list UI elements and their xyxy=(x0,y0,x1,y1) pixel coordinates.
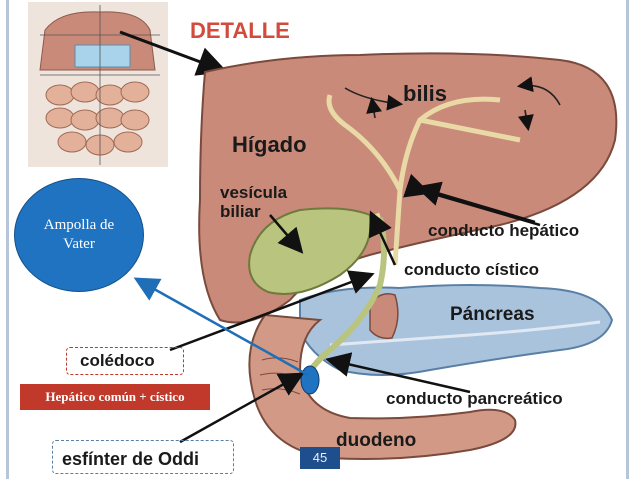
label-vesicula-2: biliar xyxy=(220,202,261,221)
page-number-bg xyxy=(300,447,340,469)
label-duodeno: duodeno xyxy=(336,430,416,451)
common-bile-duct xyxy=(305,217,387,377)
label-conducto-pancreatico: conducto pancreático xyxy=(386,389,563,408)
label-vesicula-1: vesícula xyxy=(220,183,288,202)
label-pancreas: Páncreas xyxy=(450,304,535,325)
slide-border-right xyxy=(626,0,629,479)
ampulla-marker xyxy=(300,365,320,395)
diagram-title: DETALLE xyxy=(190,18,290,43)
page-number: 45 xyxy=(312,450,328,465)
ampolla-callout: Ampolla de Vater xyxy=(14,178,144,292)
pancreatic-duct xyxy=(329,320,601,347)
esfinter-dashed-box xyxy=(52,440,234,474)
label-conducto-hepatico: conducto hepático xyxy=(428,221,579,240)
label-higado: Hígado xyxy=(232,132,307,157)
bile-flow-arrows xyxy=(344,76,561,132)
coledoco-dashed-box xyxy=(66,347,184,375)
torso-thumbnail xyxy=(28,2,168,167)
ampulla-pointer-arrow xyxy=(133,277,309,377)
label-conducto-cistico: conducto cístico xyxy=(404,260,539,279)
ampolla-callout-text: Ampolla de Vater xyxy=(43,217,115,252)
duodenum xyxy=(248,313,517,460)
label-bilis: bilis xyxy=(403,81,447,106)
label-esfinter: esfínter de Oddi xyxy=(62,449,199,469)
leader-arrows xyxy=(169,173,541,444)
slide-border-left xyxy=(6,0,9,479)
hepatico-comun-callout: Hepático común + cístico xyxy=(20,384,210,410)
pylorus xyxy=(369,293,399,340)
label-coledoco: colédoco xyxy=(80,351,155,370)
detail-arrow xyxy=(119,30,228,76)
